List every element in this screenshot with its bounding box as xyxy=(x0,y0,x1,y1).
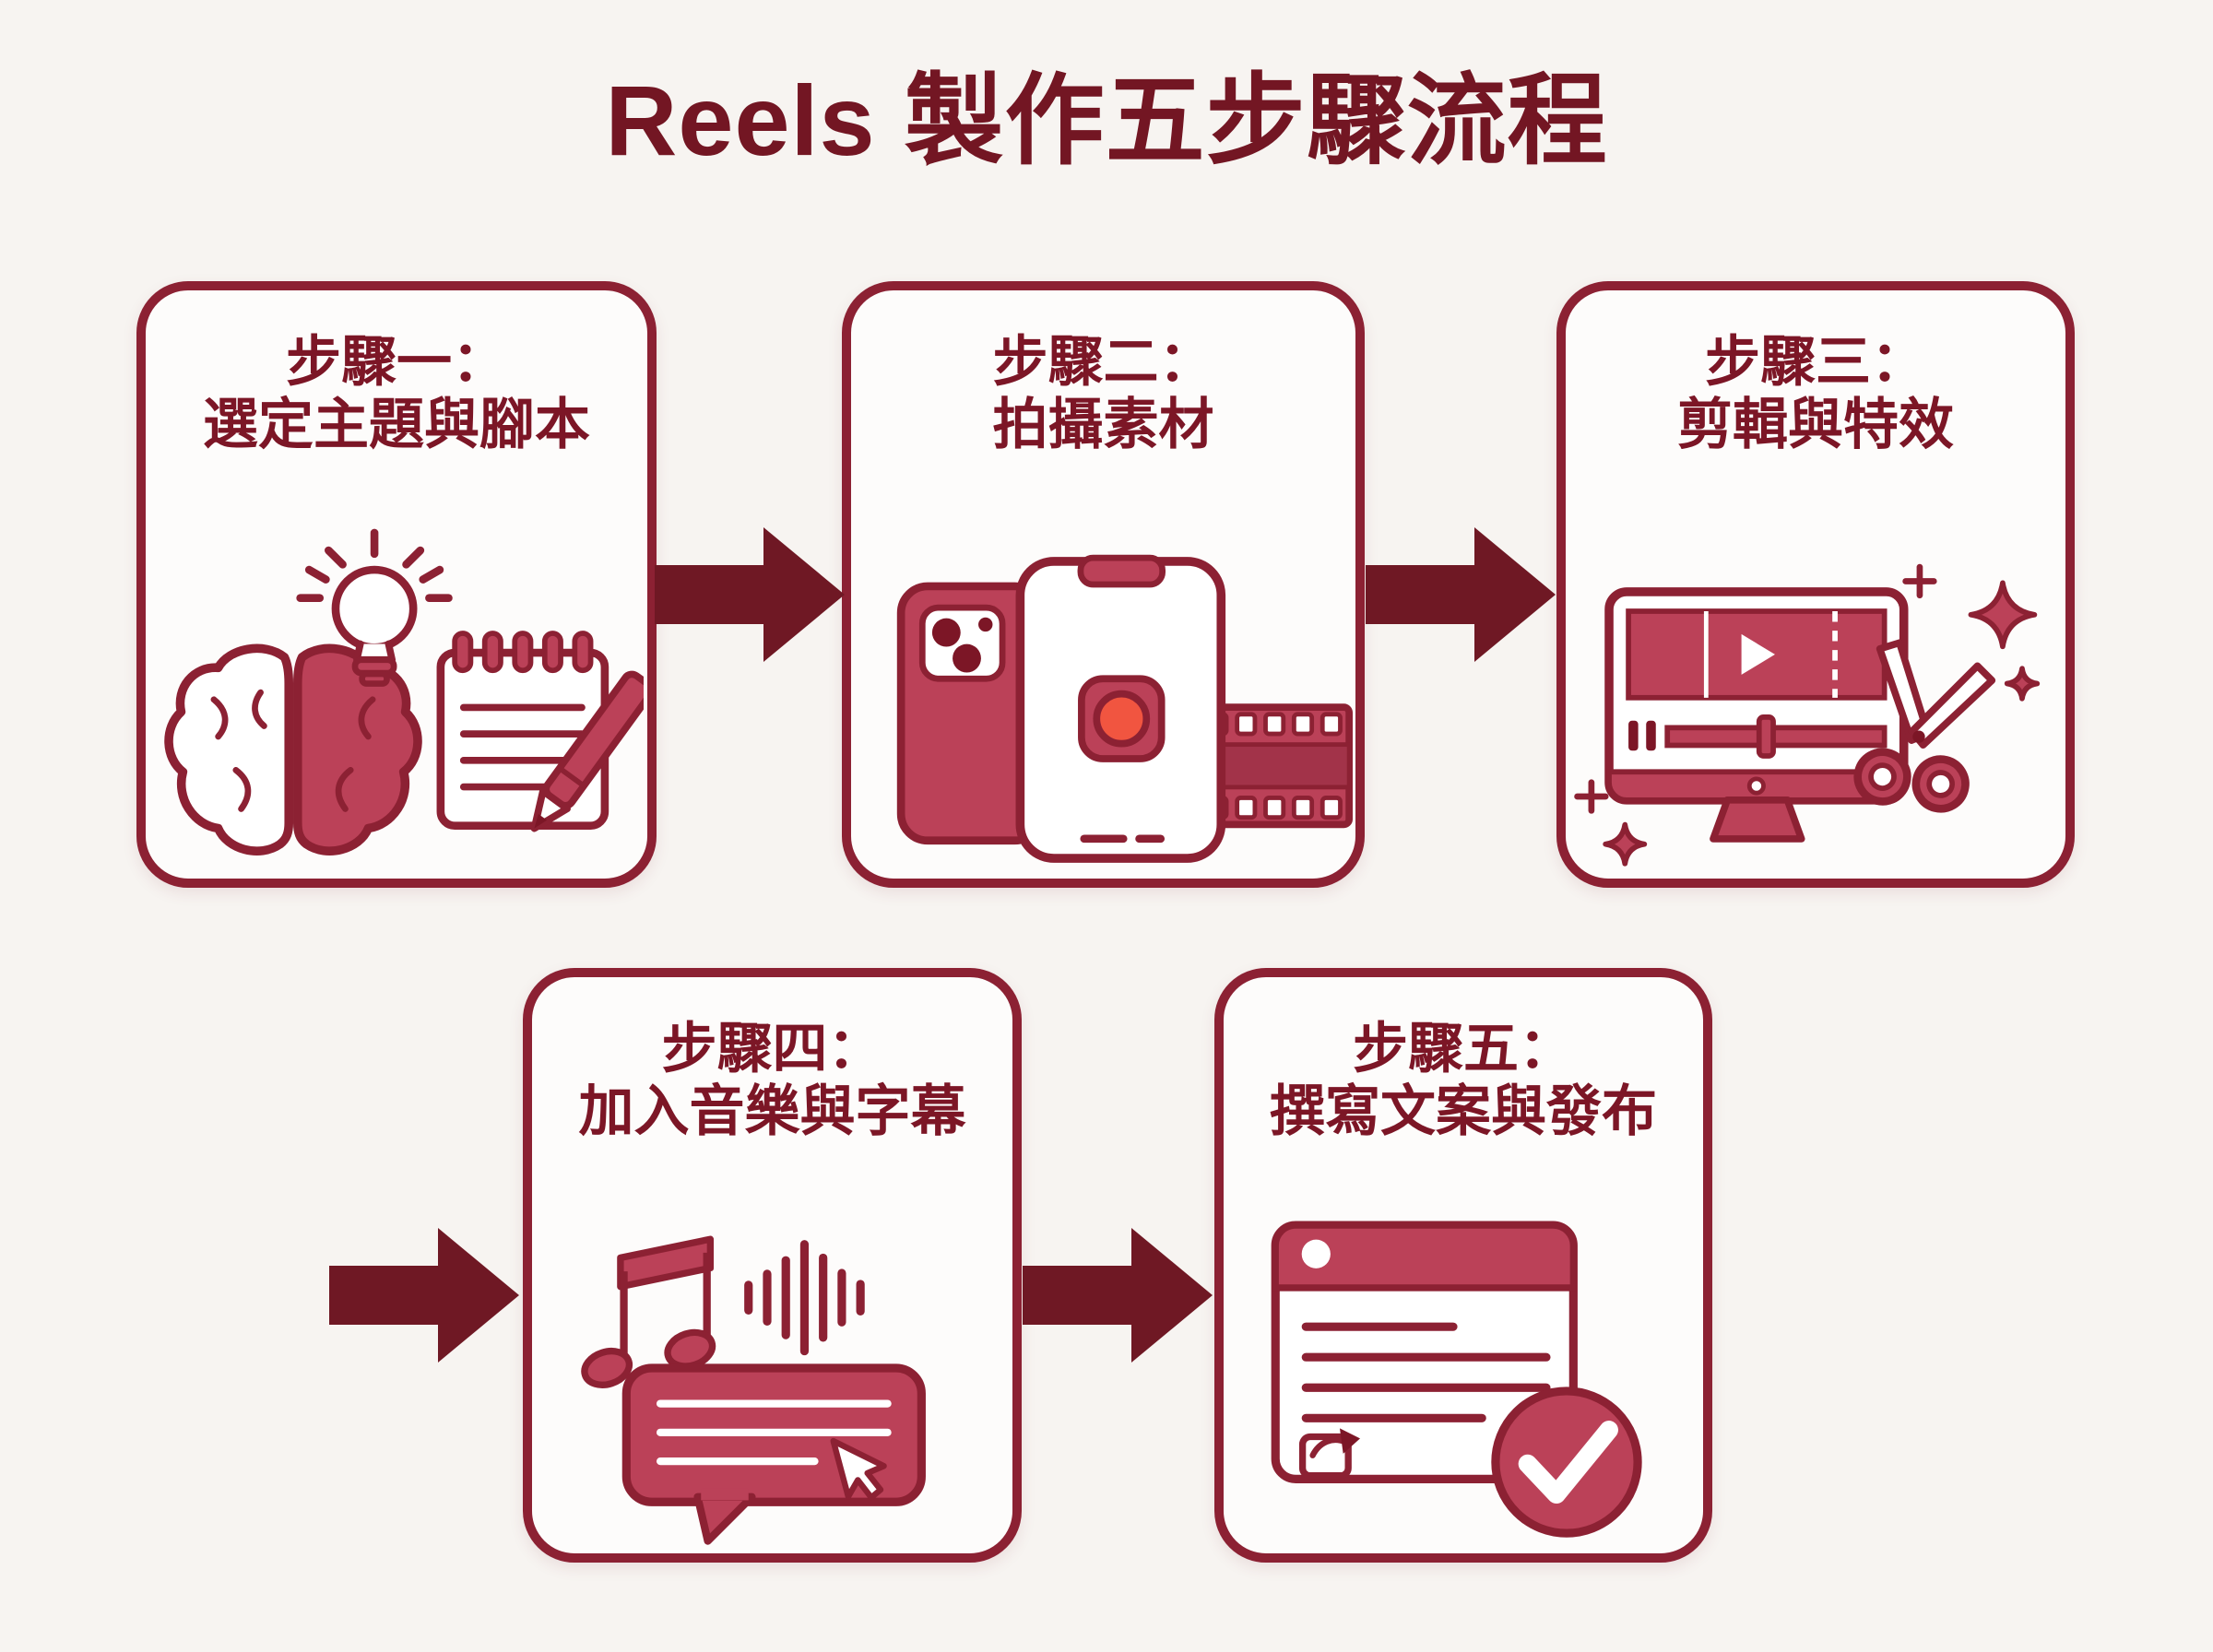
share-icon xyxy=(1298,1428,1361,1480)
post-share-check-icon xyxy=(1271,1221,1642,1538)
flow-arrow-step2-to-step3 xyxy=(1366,527,1556,662)
step-2-card: 步驟二： 拍攝素材 xyxy=(842,281,1365,888)
step-3-description: 剪輯與特效 xyxy=(1677,394,1954,456)
step-1-label: 步驟一： xyxy=(286,331,507,393)
phone-camera-filmstrip-icon xyxy=(896,554,1353,863)
step-2-description: 拍攝素材 xyxy=(992,394,1214,456)
cursor-icon xyxy=(830,1437,887,1501)
step-3-card: 步驟三： 剪輯與特效 xyxy=(1556,281,2075,888)
step-5-heading: 步驟五： 撰寫文案與發布 xyxy=(1224,977,1703,1144)
step-5-label: 步驟五： xyxy=(1353,1018,1574,1080)
step-4-description: 加入音樂與字幕 xyxy=(578,1080,966,1143)
step-5-card: 步驟五： 撰寫文案與發布 xyxy=(1214,968,1712,1563)
video-editing-scissors-icon xyxy=(1574,563,2041,867)
step-1-description: 選定主題與腳本 xyxy=(203,394,590,456)
music-waveform-caption-icon xyxy=(581,1235,926,1545)
flow-arrow-into-step4 xyxy=(329,1228,519,1363)
flow-arrow-step4-to-step5 xyxy=(1023,1228,1213,1363)
brain-lightbulb-notepad-icon xyxy=(164,528,644,856)
step-1-heading: 步驟一： 選定主題與腳本 xyxy=(146,290,647,457)
step-4-label: 步驟四： xyxy=(661,1018,883,1080)
step-4-card: 步驟四： 加入音樂與字幕 xyxy=(523,968,1022,1563)
page-title: Reels 製作五步驟流程 xyxy=(605,65,1608,176)
step-4-heading: 步驟四： 加入音樂與字幕 xyxy=(532,977,1012,1144)
step-5-description: 撰寫文案與發布 xyxy=(1270,1080,1657,1143)
step-3-heading: 步驟三： 剪輯與特效 xyxy=(1566,290,2065,457)
step-2-label: 步驟二： xyxy=(992,331,1214,393)
step-1-card: 步驟一： 選定主題與腳本 xyxy=(136,281,657,888)
step-3-label: 步驟三： xyxy=(1705,331,1926,393)
check-badge-icon xyxy=(1491,1386,1642,1538)
waveform-icon xyxy=(744,1240,865,1356)
flow-arrow-step1-to-step2 xyxy=(655,527,845,662)
sparkle-icons xyxy=(1574,563,2041,867)
step-2-heading: 步驟二： 拍攝素材 xyxy=(851,290,1355,457)
